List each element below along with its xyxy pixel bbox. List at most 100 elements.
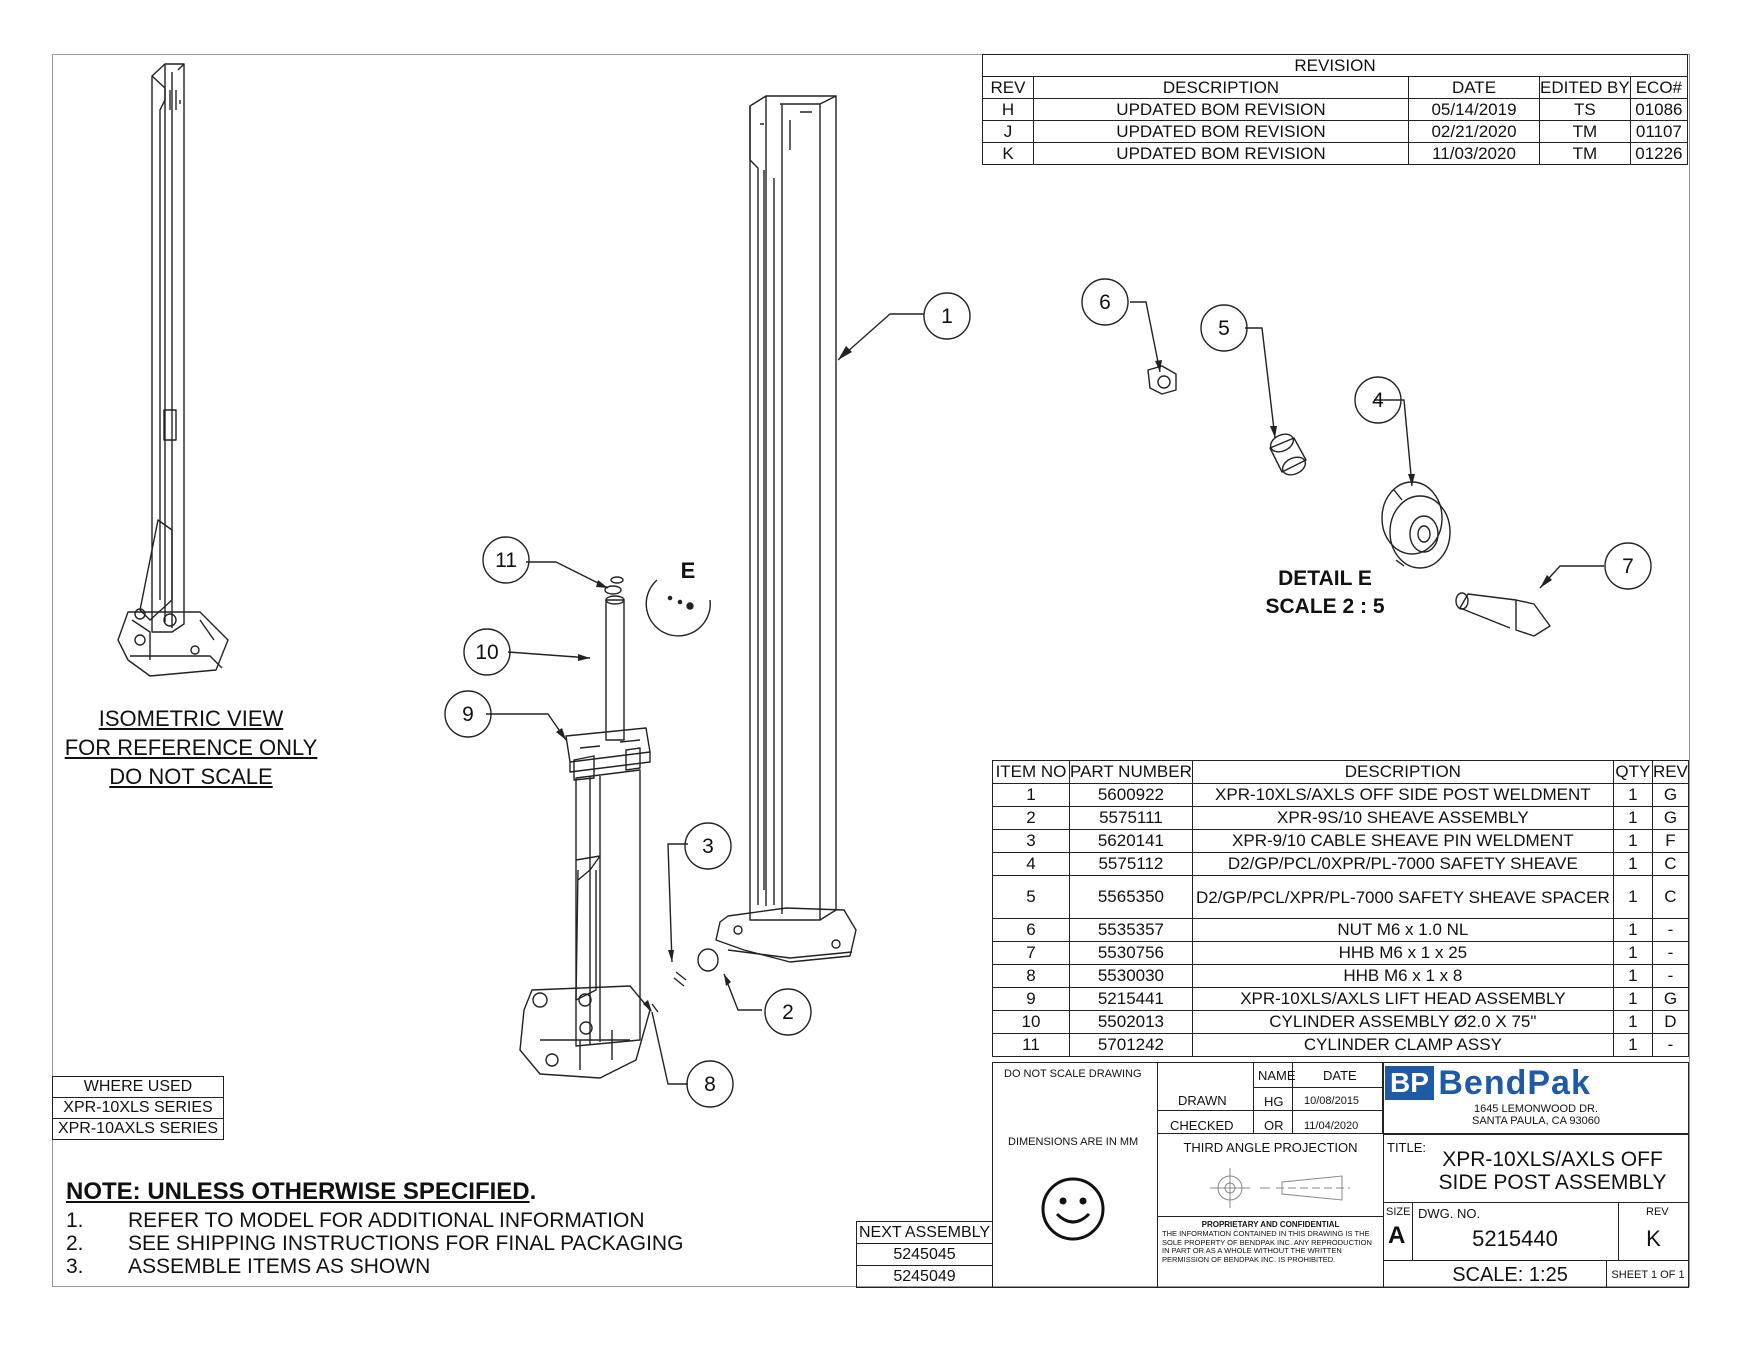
note-text: ASSEMBLE ITEMS AS SHOWN [128, 1255, 431, 1278]
next-assembly-item: 5245045 [856, 1243, 993, 1266]
bom-cell: G [1651, 806, 1690, 830]
logo-text: BendPak [1438, 1064, 1591, 1102]
note-number: 1. [66, 1209, 84, 1232]
drawing-title: XPR-10XLS/AXLS OFF SIDE POST ASSEMBLY [1420, 1148, 1685, 1194]
note-item: 3.ASSEMBLE ITEMS AS SHOWN [66, 1255, 683, 1278]
name-header: NAME [1258, 1068, 1296, 1083]
note-item: 1. REFER TO MODEL FOR ADDITIONAL INFORMAT… [66, 1209, 683, 1232]
revision-col-rev: REV [982, 76, 1034, 99]
lift-head-assembly [519, 576, 719, 1079]
drawing-title-line: SIDE POST ASSEMBLY [1438, 1171, 1667, 1194]
bom-cell: - [1651, 941, 1690, 965]
bom-cell: 8 [992, 964, 1070, 988]
bom-cell: 1 [1612, 852, 1653, 876]
bom-cell: C [1651, 852, 1690, 876]
size-value: A [1388, 1222, 1406, 1249]
balloon-7 [1604, 542, 1652, 590]
bom-cell: 11 [992, 1033, 1070, 1057]
where-used-item: XPR-10AXLS SERIES [52, 1118, 224, 1140]
bom-cell: 1 [1612, 918, 1653, 942]
size-label: SIZE [1386, 1206, 1411, 1218]
bom-cell: HHB M6 x 1 x 8 [1191, 964, 1614, 988]
dwg-no-value: 5215440 [1472, 1226, 1558, 1251]
drawing-title-line: XPR-10XLS/AXLS OFF [1442, 1148, 1663, 1171]
revision-cell: 02/21/2020 [1408, 120, 1540, 143]
company-address: 1645 LEMONWOOD DR. SANTA PAULA, CA 93060 [1383, 1103, 1689, 1127]
bom-cell: XPR-9S/10 SHEAVE ASSEMBLY [1191, 806, 1614, 830]
revision-cell: UPDATED BOM REVISION [1033, 98, 1409, 121]
grid-divider [1292, 1062, 1293, 1134]
bom-cell: 5530030 [1069, 964, 1193, 988]
bom-cell: F [1651, 829, 1690, 853]
bom-cell: 5215441 [1069, 987, 1193, 1011]
balloon-label: 11 [495, 549, 517, 572]
bom-cell: G [1651, 783, 1690, 807]
sheet-number: SHEET 1 OF 1 [1611, 1269, 1685, 1281]
isometric-post-view [117, 63, 229, 677]
revision-cell: TM [1539, 142, 1631, 165]
bom-col-description: DESCRIPTION [1191, 760, 1614, 784]
bom-cell: CYLINDER CLAMP ASSY [1191, 1033, 1614, 1057]
bom-cell: D [1651, 1010, 1690, 1034]
balloon-label: 6 [1099, 291, 1111, 314]
notes-list: 1. REFER TO MODEL FOR ADDITIONAL INFORMAT… [66, 1209, 683, 1278]
bom-cell: 7 [992, 941, 1070, 965]
bom-col-part-number: PART NUMBER [1069, 760, 1193, 784]
bom-cell: D2/GP/PCL/XPR/PL-7000 SAFETY SHEAVE SPAC… [1191, 875, 1614, 919]
title-label: TITLE: [1387, 1140, 1427, 1155]
proprietary-text: THE INFORMATION CONTAINED IN THIS DRAWIN… [1162, 1229, 1372, 1264]
revision-cell: TS [1539, 98, 1631, 121]
bom-cell: 1 [1612, 806, 1653, 830]
revision-row: H UPDATED BOM REVISION 05/14/2019 TS 010… [982, 98, 1689, 121]
rev-value: K [1646, 1226, 1661, 1251]
bom-col-qty: QTY [1612, 760, 1653, 784]
revision-col-eco: ECO# [1629, 76, 1689, 99]
bom-cell: - [1651, 1033, 1690, 1057]
grid-divider [1383, 1134, 1689, 1135]
bom-cell: 5600922 [1069, 783, 1193, 807]
revision-header-row: REV DESCRIPTION DATE EDITED BY ECO# [982, 76, 1689, 99]
balloon-3 [684, 822, 732, 870]
bom-cell: - [1651, 964, 1690, 988]
bom-cell: 1 [1612, 941, 1653, 965]
next-assembly-title: NEXT ASSEMBLY [856, 1221, 993, 1244]
dimensions-note: DIMENSIONS ARE IN MM [1008, 1136, 1139, 1148]
grid-divider [1383, 1202, 1689, 1203]
bom-cell: 5565350 [1069, 875, 1193, 919]
balloon-label: 5 [1218, 317, 1230, 340]
proprietary-title: PROPRIETARY AND CONFIDENTIAL [1201, 1220, 1340, 1229]
bom-cell: 2 [992, 806, 1070, 830]
rev-label: REV [1646, 1206, 1669, 1218]
bom-cell: 6 [992, 918, 1070, 942]
grid-divider [1253, 1062, 1254, 1134]
revision-cell: 01226 [1629, 142, 1689, 165]
revision-col-edited-by: EDITED BY [1539, 76, 1631, 99]
grid-divider [1253, 1087, 1383, 1088]
isometric-note-line: FOR REFERENCE ONLY [64, 735, 318, 760]
leader-arrows [556, 346, 1552, 1012]
bom-cell: 1 [1612, 875, 1653, 919]
bom-cell: 4 [992, 852, 1070, 876]
bom-cell: 5 [992, 875, 1070, 919]
grid-divider [1383, 1260, 1689, 1261]
grid-divider [1618, 1202, 1619, 1260]
bom-cell: NUT M6 x 1.0 NL [1191, 918, 1614, 942]
bom-cell: 1 [992, 783, 1070, 807]
note-text: REFER TO MODEL FOR ADDITIONAL INFORMATIO… [128, 1209, 645, 1232]
balloon-label: 1 [941, 305, 953, 328]
scale-value: SCALE: 1:25 [1452, 1264, 1568, 1286]
bom-header-row: ITEM NO PART NUMBER DESCRIPTION QTY REV [992, 760, 1690, 784]
bom-cell: 5535357 [1069, 918, 1193, 942]
bom-cell: C [1651, 875, 1690, 919]
bom-cell: 1 [1612, 783, 1653, 807]
revision-cell: UPDATED BOM REVISION [1033, 120, 1409, 143]
